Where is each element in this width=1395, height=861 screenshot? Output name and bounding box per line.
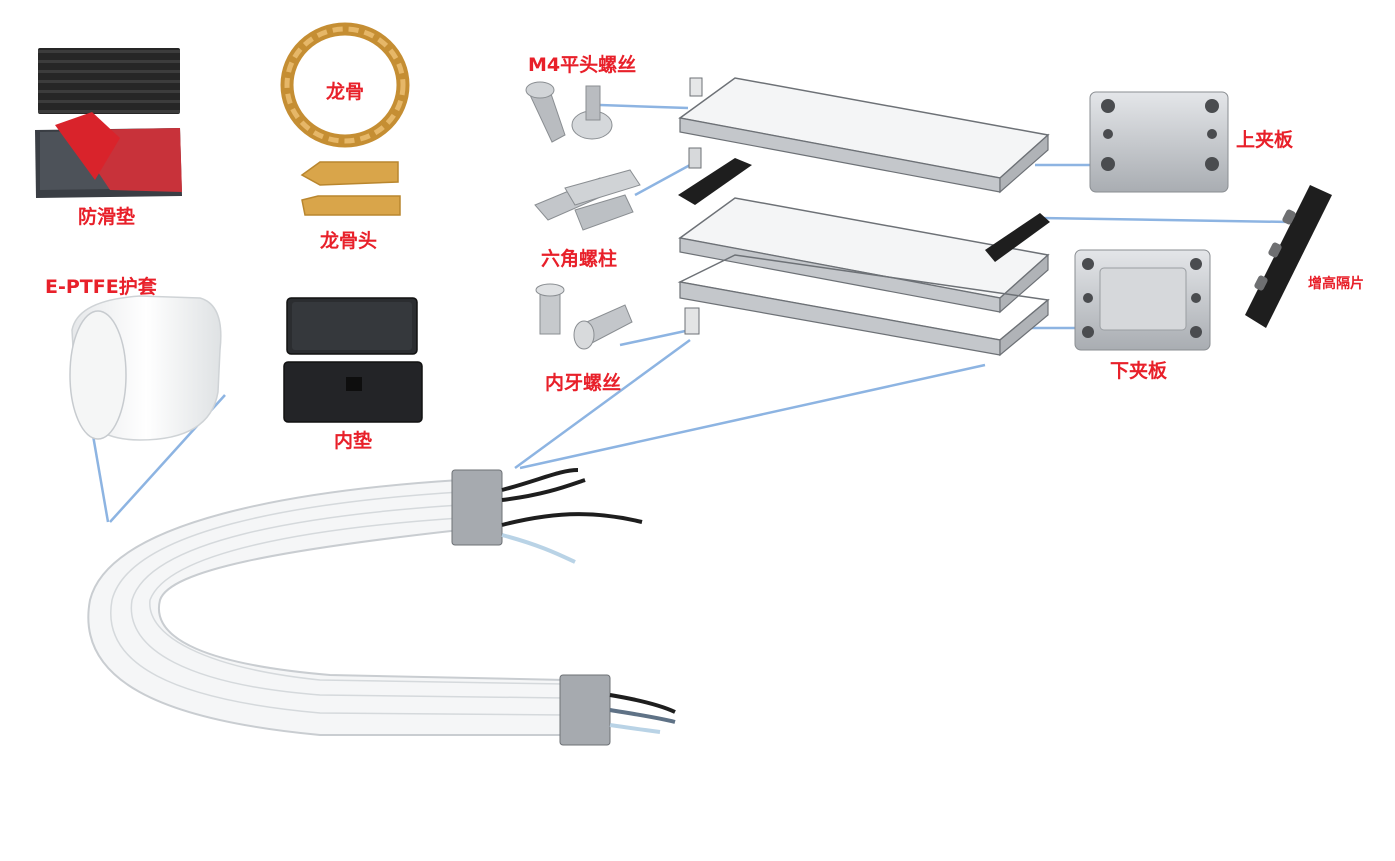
- label-riser-spacer: 增高隔片: [1308, 276, 1364, 292]
- line-assembly-b: [519, 363, 986, 470]
- label-inner-pad: 内垫: [334, 430, 373, 452]
- label-eptfe-sleeve: E-PTFE护套: [45, 276, 157, 298]
- flat-cable-assembly: [87, 468, 676, 746]
- line-assembly-a: [514, 338, 691, 470]
- lower-clamp-photo: [1074, 249, 1211, 351]
- line-spacer: [1039, 216, 1291, 224]
- label-upper-clamp: 上夹板: [1236, 129, 1294, 151]
- inner-pad-photo: [283, 297, 423, 423]
- label-keel: 龙骨: [326, 81, 365, 103]
- rivet-nut-photo: [535, 283, 633, 350]
- sleeve-roll-photo: [69, 295, 222, 441]
- keel-chain-photo: [280, 22, 410, 148]
- upper-clamp-photo: [1089, 91, 1229, 193]
- hex-standoff-photo: [534, 169, 641, 231]
- line-standoff: [634, 163, 691, 197]
- line-rivet-nut: [619, 328, 691, 347]
- exploded-clamp-assembly: [677, 77, 1050, 357]
- label-keel-head: 龙骨头: [320, 230, 378, 252]
- flat-head-screw-photo: [525, 81, 613, 143]
- rubber-pad-photo: [35, 48, 182, 198]
- line-screw: [599, 103, 689, 110]
- label-anti-slip-pad: 防滑垫: [78, 206, 136, 228]
- label-m4-screw: M4平头螺丝: [528, 54, 637, 76]
- keel-head-photo: [300, 161, 401, 216]
- label-hex-standoff: 六角螺柱: [541, 248, 618, 270]
- label-rivet-nut: 内牙螺丝: [545, 372, 622, 394]
- connector-lines: [88, 103, 1291, 523]
- label-lower-clamp: 下夹板: [1110, 360, 1168, 382]
- spacer-photo: [1245, 185, 1332, 328]
